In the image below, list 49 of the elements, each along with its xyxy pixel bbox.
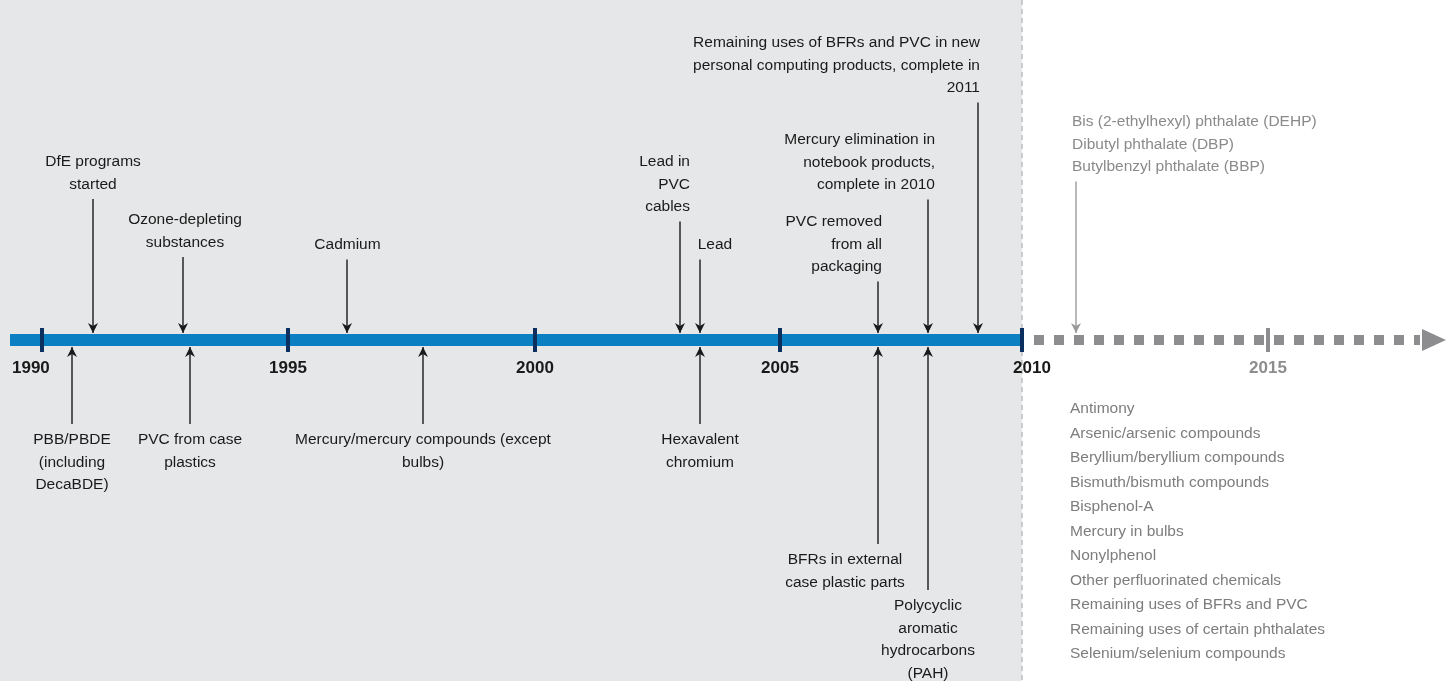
arrow [178,256,188,334]
arrow [923,198,933,334]
substance-name: Bis (2-ethylhexyl) phthalate (DEHP) [1072,111,1318,131]
substance-name: Nonylphenol [1070,545,1157,565]
year-label: 2010 [1012,357,1052,379]
timeline-event-label: Hexavalent chromium [640,428,760,473]
arrow [695,258,705,334]
substance-name: Beryllium/beryllium compounds [1070,447,1285,467]
timeline-event-label: Remaining uses of BFRs and PVC in new personal computing products, complete in 2011 [690,31,980,99]
substance-name: Arsenic/arsenic compounds [1070,422,1261,443]
arrow [67,346,77,425]
substance-name: Antimony [1070,398,1135,418]
arrow [675,220,685,334]
timeline-event-label: Polycyclic aromatic hydrocarbons (PAH) [868,594,988,681]
substance-name: Dibutyl phthalate (DBP) [1072,133,1235,154]
substance-name: Selenium/selenium compounds [1070,643,1286,663]
substance-name: Remaining uses of BFRs and PVC [1070,594,1308,614]
timeline-event-label: PBB/PBDE (including DecaBDE) [12,428,132,496]
year-label: 1990 [12,357,50,379]
substance-name: Bisphenol-A [1070,496,1154,516]
substance-name: Butylbenzyl phthalate (BBP) [1072,156,1266,176]
year-label: 2015 [1248,357,1288,379]
arrow [88,198,98,334]
substance-name: Mercury in bulbs [1070,520,1184,541]
timeline-event-label: PVC from case plastics [135,428,245,473]
arrow [923,346,933,591]
arrow [1071,180,1081,334]
timeline-event-label: Lead in PVC cables [610,150,690,218]
year-label: 2000 [515,357,555,379]
timeline-event-label: Mercury elimination in notebook products, complete in 2010 [755,128,935,196]
arrow [873,346,883,545]
arrow [873,280,883,334]
arrow [185,346,195,425]
substance-name: Remaining uses of certain phthalates [1070,618,1326,639]
timeline-event-label: Ozone-depleting substances [100,208,270,253]
timeline-event-label: DfE programs started [38,150,148,195]
year-label: 2005 [760,357,800,379]
arrow [973,101,983,334]
substance-name: Other perfluorinated chemicals [1070,569,1282,590]
arrow [342,258,352,334]
year-label: 1995 [268,357,308,379]
timeline-event-label: BFRs in external case plastic parts [770,548,920,593]
timeline-event-label: Cadmium [290,233,405,256]
substance-name: Bismuth/bismuth compounds [1070,471,1269,492]
arrow [418,346,428,425]
timeline-event-label: Lead [690,233,740,256]
arrow [695,346,705,425]
timeline-event-label: Mercury/mercury compounds (except bulbs) [293,428,553,473]
timeline-event-label: PVC removed from all packaging [760,210,882,278]
